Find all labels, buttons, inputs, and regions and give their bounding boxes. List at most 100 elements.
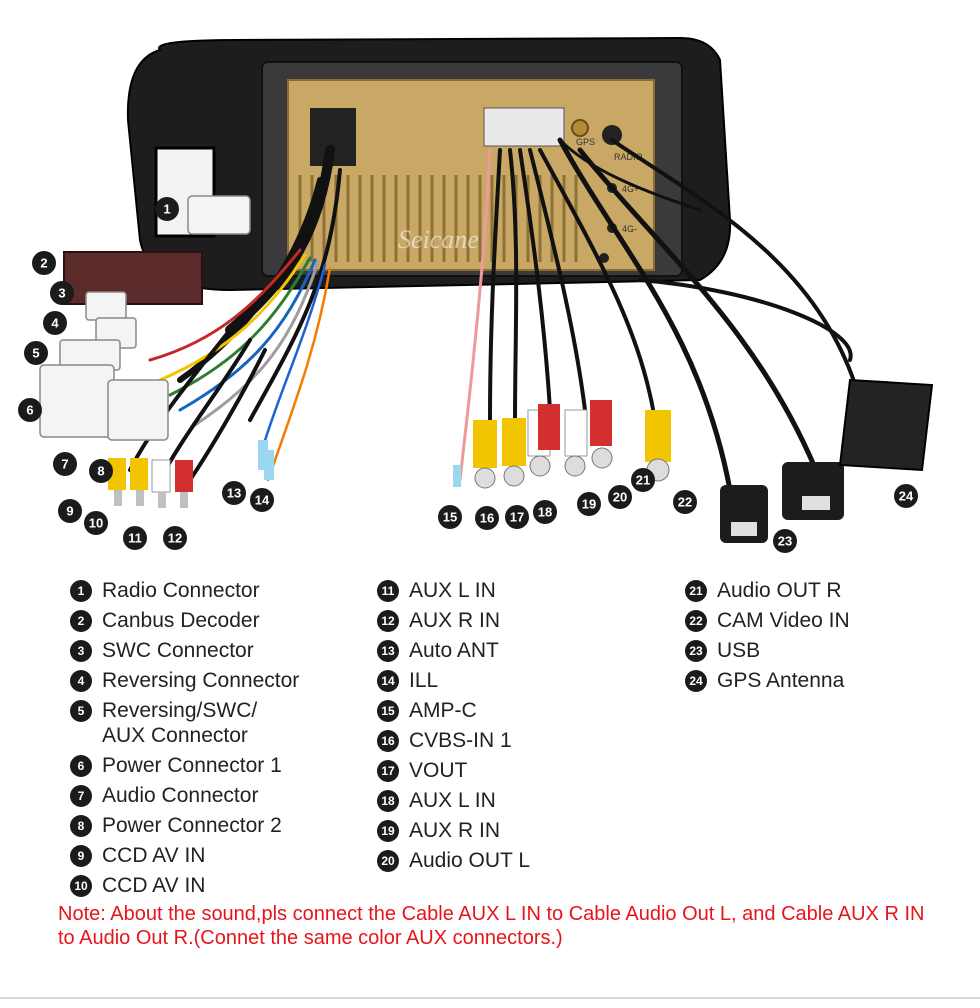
- callout-10: 10: [84, 511, 108, 535]
- svg-text:1: 1: [163, 202, 170, 217]
- legend-number: 14: [377, 670, 399, 692]
- legend-label: Reversing/SWC/ AUX Connector: [102, 699, 258, 747]
- legend-item: 2 Canbus Decoder: [70, 608, 299, 633]
- callout-19: 19: [577, 492, 601, 516]
- legend-label: Power Connector 1: [102, 754, 282, 777]
- legend-label: CCD AV IN: [102, 844, 206, 867]
- legend-label: AUX L IN: [409, 789, 496, 812]
- svg-text:18: 18: [538, 505, 552, 520]
- callout-12: 12: [163, 526, 187, 550]
- legend-item: 24 GPS Antenna: [685, 668, 850, 693]
- legend-number: 21: [685, 580, 707, 602]
- 4g-port-label-1: 4G+: [622, 184, 639, 194]
- callout-4: 4: [43, 311, 67, 335]
- legend-number: 12: [377, 610, 399, 632]
- rca-plugs-left: [108, 440, 274, 508]
- legend-label: AUX R IN: [409, 819, 501, 842]
- legend-item: 5 Reversing/SWC/ AUX Connector: [70, 698, 299, 748]
- legend-label: USB: [717, 639, 761, 662]
- legend-number: 19: [377, 820, 399, 842]
- legend-item: 19 AUX R IN: [377, 818, 530, 843]
- callout-15: 15: [438, 505, 462, 529]
- legend-number: 4: [70, 670, 92, 692]
- 4g-port-label-2: 4G-: [622, 224, 637, 234]
- callout-5: 5: [24, 341, 48, 365]
- callout-11: 11: [123, 526, 147, 550]
- legend-item: 15 AMP-C: [377, 698, 530, 723]
- legend-number: 24: [685, 670, 707, 692]
- legend-label: ILL: [409, 669, 439, 692]
- legend-label: AMP-C: [409, 699, 477, 722]
- svg-text:4: 4: [51, 316, 59, 331]
- gps-port: [571, 119, 589, 137]
- legend-number: 9: [70, 845, 92, 867]
- svg-text:20: 20: [613, 490, 627, 505]
- legend-number: 23: [685, 640, 707, 662]
- callout-8: 8: [89, 459, 113, 483]
- rca-sockets-right: [453, 400, 671, 489]
- legend-label: GPS Antenna: [717, 669, 845, 692]
- callout-21: 21: [631, 468, 655, 492]
- legend-number: 11: [377, 580, 399, 602]
- callout-7: 7: [53, 452, 77, 476]
- legend-number: 6: [70, 755, 92, 777]
- legend-label: CAM Video IN: [717, 609, 850, 632]
- gps-port-label: GPS: [576, 137, 595, 147]
- svg-text:14: 14: [255, 493, 270, 508]
- legend-number: 13: [377, 640, 399, 662]
- legend-label: Canbus Decoder: [102, 609, 260, 632]
- legend-label: Reversing Connector: [102, 669, 300, 692]
- callout-13: 13: [222, 481, 246, 505]
- watermark: Seicane: [398, 225, 479, 254]
- power-plug-1: [39, 364, 115, 438]
- svg-text:19: 19: [582, 497, 596, 512]
- legend-number: 17: [377, 760, 399, 782]
- legend-column-3: 21 Audio OUT R 22 CAM Video IN 23 USB 24 GPS…: [685, 578, 850, 698]
- legend-number: 15: [377, 700, 399, 722]
- legend-number: 20: [377, 850, 399, 872]
- legend-item: 21 Audio OUT R: [685, 578, 850, 603]
- callout-markers: 1 2 3 4 5 6 7 8 9 10 11 12 13 14 15 16 1…: [18, 197, 918, 553]
- legend-number: 10: [70, 875, 92, 897]
- radio-port-label: RADIO: [614, 152, 643, 162]
- legend-number: 7: [70, 785, 92, 807]
- legend-number: 18: [377, 790, 399, 812]
- legend-label: SWC Connector: [102, 639, 254, 662]
- legend-label: CCD AV IN: [102, 874, 206, 897]
- legend-item: 9 CCD AV IN: [70, 843, 299, 868]
- legend-number: 2: [70, 610, 92, 632]
- callout-18: 18: [533, 500, 557, 524]
- svg-text:10: 10: [89, 516, 103, 531]
- callout-22: 22: [673, 490, 697, 514]
- legend-number: 22: [685, 610, 707, 632]
- legend-item: 6 Power Connector 1: [70, 753, 299, 778]
- svg-text:21: 21: [636, 473, 650, 488]
- callout-2: 2: [32, 251, 56, 275]
- svg-text:24: 24: [899, 489, 914, 504]
- legend-label: Audio OUT R: [717, 579, 842, 602]
- svg-text:7: 7: [61, 457, 68, 472]
- callout-24: 24: [894, 484, 918, 508]
- legend-label: AUX L IN: [409, 579, 496, 602]
- callout-14: 14: [250, 488, 274, 512]
- radio-antenna-port: [602, 125, 622, 145]
- svg-text:8: 8: [97, 464, 104, 479]
- swc-plug: [85, 291, 127, 321]
- legend-label: CVBS-IN 1: [409, 729, 512, 752]
- legend-item: 18 AUX L IN: [377, 788, 530, 813]
- svg-text:11: 11: [128, 531, 142, 546]
- head-unit-wiring-illustration: GPS RADIO 4G+ 4G- Seicane: [18, 36, 934, 553]
- callout-9: 9: [58, 499, 82, 523]
- svg-text:6: 6: [26, 403, 33, 418]
- legend-item: 14 ILL: [377, 668, 530, 693]
- callout-1: 1: [155, 197, 179, 221]
- white-connectors: [39, 195, 251, 441]
- legend-number: 8: [70, 815, 92, 837]
- legend-number: 5: [70, 700, 92, 722]
